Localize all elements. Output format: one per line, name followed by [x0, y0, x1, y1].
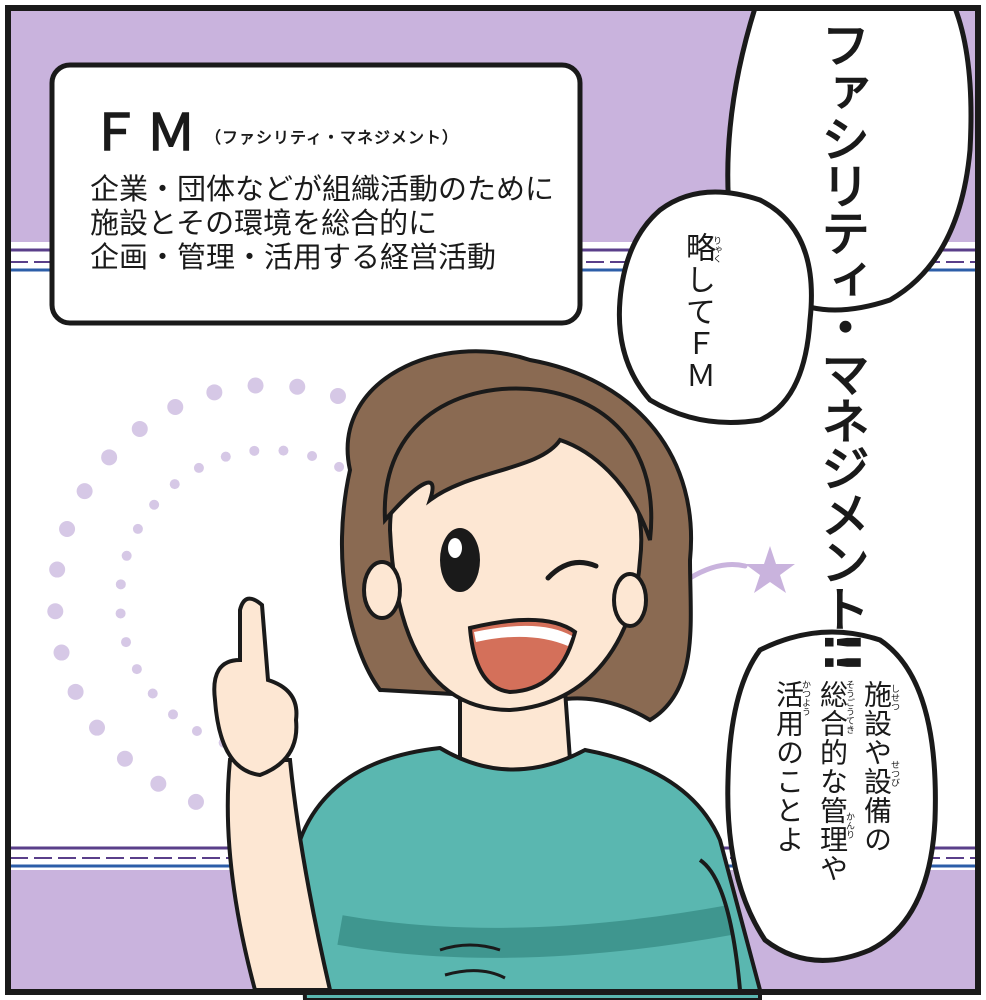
decor-dot — [167, 398, 184, 415]
ruby-kanri: かんり — [844, 812, 854, 839]
definition-title: ＦＭ — [90, 104, 202, 162]
abbreviation-text: 略してＦＭ — [680, 232, 715, 392]
panel-border — [5, 5, 981, 995]
pointing-hand-icon — [212, 596, 333, 992]
ruby-setsubi: せつび — [889, 760, 899, 787]
ruby-sougouteki: そうごうてき — [844, 680, 854, 734]
star-icon — [687, 546, 795, 593]
decor-dot — [116, 750, 133, 767]
decor-dot — [278, 445, 289, 456]
decor-dot — [132, 523, 143, 534]
definition-box — [49, 62, 583, 326]
woman-character — [212, 349, 762, 1000]
decor-dot — [115, 579, 126, 590]
explanation-speech-bubble — [725, 629, 938, 963]
decor-dot — [220, 451, 231, 462]
explanation-col-3: 活用のことよ — [772, 680, 805, 854]
decor-dot — [191, 726, 202, 737]
decor-dot — [89, 719, 106, 736]
decor-dot — [193, 462, 204, 473]
decor-dot — [206, 384, 223, 401]
definition-line-3: 企画・管理・活用する経営活動 — [90, 240, 497, 274]
decor-dot — [187, 793, 204, 810]
decor-dot — [131, 664, 142, 675]
decor-dot — [247, 377, 264, 394]
explanation-col-2: 総合的な管理や — [816, 680, 849, 883]
decor-dot — [329, 388, 346, 405]
decor-dot — [67, 683, 84, 700]
ruby-shisetsu: しせつ — [889, 684, 899, 711]
decor-dot — [307, 451, 318, 462]
decor-dot — [101, 449, 118, 466]
decor-dot — [149, 499, 160, 510]
decor-dot — [147, 688, 158, 699]
decor-dot — [47, 603, 64, 620]
abbreviation-speech-bubble — [616, 189, 814, 425]
wink-eye-icon — [545, 560, 599, 581]
decor-dot — [168, 709, 179, 720]
definition-line-2: 施設とその環境を総合的に — [90, 206, 438, 240]
ruby-katsuyou: かつよう — [800, 680, 810, 716]
decor-dot — [76, 483, 93, 500]
decor-dot — [169, 479, 180, 490]
decor-dot — [289, 378, 306, 395]
definition-subtitle: （ファシリティ・マネジメント） — [205, 128, 460, 147]
open-eye-icon — [440, 528, 480, 592]
decor-dot — [59, 520, 76, 537]
ruby-ryaku: りゃく — [711, 236, 721, 263]
decor-dot — [53, 644, 70, 661]
explanation-col-1: 施設や設備の — [860, 680, 893, 854]
decor-dot — [150, 775, 167, 792]
definition-line-1: 企業・団体などが組織活動のために — [90, 172, 555, 206]
decor-dot — [131, 420, 148, 437]
decor-dot — [249, 445, 260, 456]
decor-dot — [334, 461, 345, 472]
exclaim-text: ファシリティ・マネジメント!! — [810, 20, 872, 672]
decor-dot — [121, 637, 132, 648]
decor-dot — [115, 608, 126, 619]
decor-dot — [121, 550, 132, 561]
decor-dot — [49, 561, 66, 578]
